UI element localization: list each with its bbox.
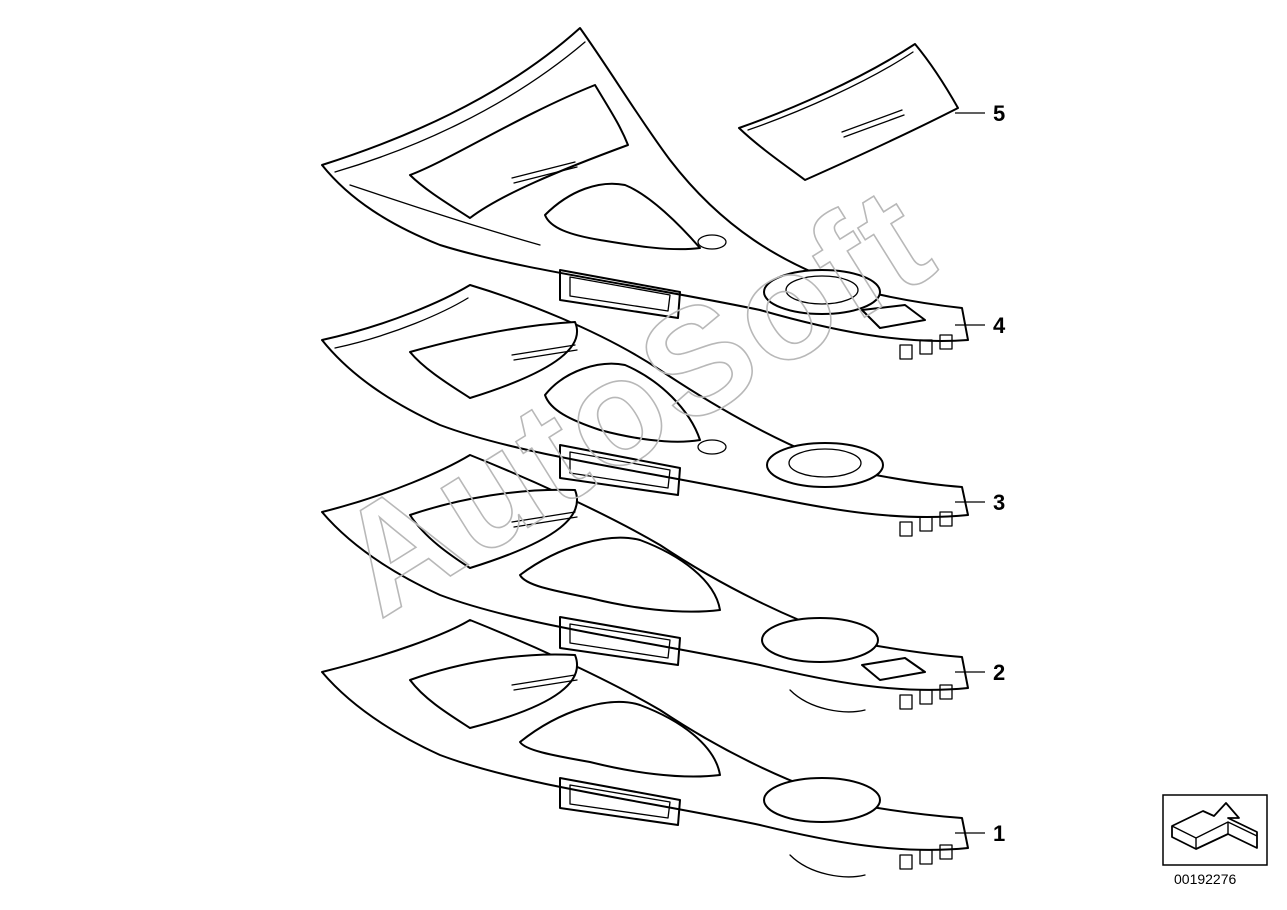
part-3-panel: [321, 284, 969, 537]
part-2-panel: [321, 454, 969, 713]
callout-3: 3: [993, 490, 1005, 515]
callout-5: 5: [993, 101, 1005, 126]
callout-2: 2: [993, 660, 1005, 685]
part-4-panel: [321, 27, 969, 360]
callout-4: 4: [993, 313, 1006, 338]
part-5-cover: [738, 43, 959, 181]
diagram-id: 00192276: [1174, 871, 1237, 887]
part-1-panel: [321, 619, 969, 878]
direction-arrow-icon: [1162, 794, 1268, 866]
callout-1: 1: [993, 821, 1005, 846]
